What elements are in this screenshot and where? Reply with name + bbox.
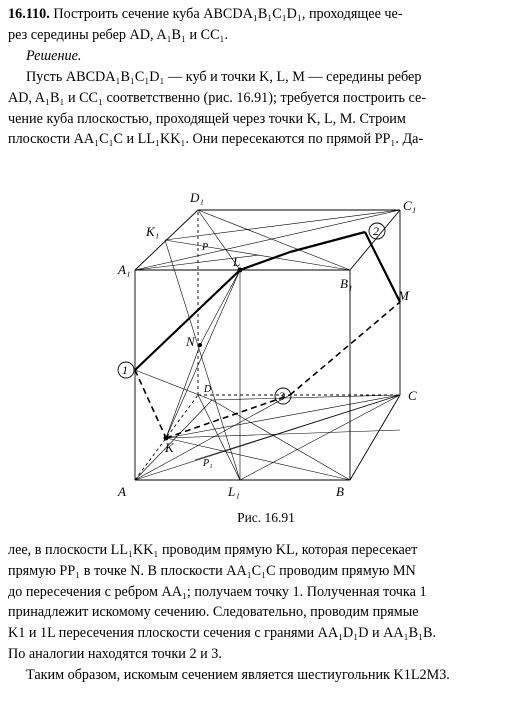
- label-C: C: [408, 388, 417, 403]
- label-K1: K₁: [145, 224, 159, 239]
- problem-line-2: рез середины ребер AD, A₁B₁ и CC₁.: [8, 26, 229, 43]
- para2-line-3: до пересечения с ребром AA₁; получаем то…: [8, 583, 427, 600]
- section-hidden-edges: [134, 301, 401, 439]
- para1-line-4: плоскости AA₁C₁C и LL₁KK₁. Они пересекаю…: [8, 131, 424, 148]
- label-point-1: 1: [122, 363, 128, 377]
- point-K: [163, 435, 169, 441]
- label-D: D: [203, 384, 212, 395]
- label-point-3: 3: [278, 389, 285, 403]
- solution-paragraph-2: лее, в плоскости LL₁KK₁ проводим прямую …: [8, 540, 524, 686]
- problem-number: 16.110.: [8, 6, 50, 22]
- conclusion: Таким образом, искомым сечением является…: [26, 666, 450, 683]
- label-A1: A₁: [117, 262, 130, 277]
- para2-line-2: прямую PP₁ в точке N. В плоскости AA₁C₁C…: [8, 562, 416, 579]
- label-B: B: [336, 484, 344, 499]
- label-point-2: 2: [373, 224, 379, 238]
- cube-section-figure: A B C D A₁ B₁ C₁ D₁ K K₁ L L₁ M N P P₁ 1…: [117, 190, 417, 499]
- solution-heading: Решение.: [26, 47, 82, 64]
- label-A: A: [117, 484, 126, 499]
- point-3-circle: [274, 387, 292, 405]
- point-2-circle: [368, 222, 386, 240]
- para2-line-6: По аналогии находятся точки 2 и 3.: [8, 645, 222, 662]
- construction-lines: [134, 209, 401, 481]
- label-K: K: [164, 440, 175, 455]
- section-hexagon: [134, 230, 401, 371]
- problem-statement: 16.110. Построить сечение куба ABCDA₁B₁C…: [8, 4, 524, 66]
- para2-line-1: лее, в плоскости LL₁KK₁ проводим прямую …: [8, 542, 418, 558]
- point-1-circle: [117, 361, 135, 379]
- label-M: M: [397, 288, 410, 303]
- figure-caption: Рис. 16.91: [237, 510, 295, 525]
- para1-line-2: AD, A₁B₁ и CC₁ соответственно (рис. 16.9…: [8, 89, 427, 106]
- point-L: [237, 267, 243, 273]
- edge-B1C1: [349, 209, 401, 271]
- label-L: L: [232, 254, 240, 269]
- label-L1: L₁: [227, 484, 240, 499]
- label-D1: D₁: [189, 190, 204, 205]
- para2-line-5: K1 и 1L пересечения плоскости сечения с …: [8, 625, 437, 642]
- label-N: N: [185, 334, 196, 349]
- label-B1: B₁: [340, 276, 352, 291]
- para1-line-3: чение куба плоскостью, проходящей через …: [8, 110, 406, 127]
- label-P1: P₁: [202, 458, 213, 469]
- para2-line-4: принадлежит искомому сечению. Следовател…: [8, 604, 419, 621]
- edge-BC: [349, 394, 401, 481]
- para1-line-1: Пусть ABCDA₁B₁C₁D₁ — куб и точки K, L, M…: [26, 69, 422, 85]
- label-P: P: [201, 242, 208, 253]
- point-N: [198, 343, 202, 347]
- solution-paragraph-1: Пусть ABCDA₁B₁C₁D₁ — куб и точки K, L, M…: [8, 67, 524, 150]
- label-C1: C₁: [403, 198, 416, 213]
- problem-line-1: Построить сечение куба ABCDA₁B₁C₁D₁, про…: [53, 6, 403, 22]
